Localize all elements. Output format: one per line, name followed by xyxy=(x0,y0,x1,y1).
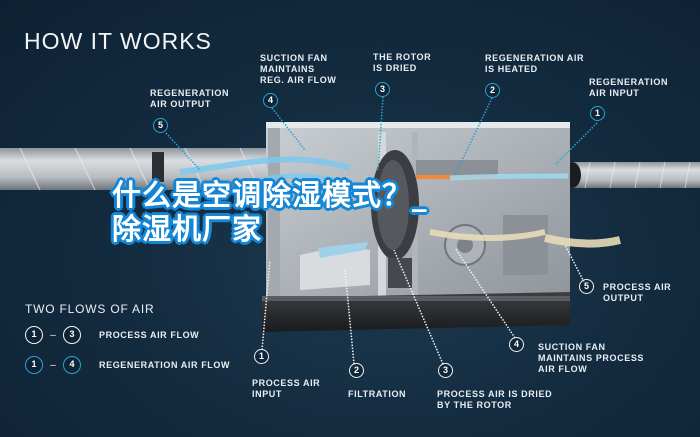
callout-label-rotor-dried: THE ROTOR IS DRIED xyxy=(373,52,432,73)
callout-number-process-5: 5 xyxy=(579,279,594,294)
legend-dash: – xyxy=(50,359,56,371)
callout-label-suction-fan-process: SUCTION FAN MAINTAINS PROCESS AIR FLOW xyxy=(538,342,645,374)
callout-label-process-air-output: PROCESS AIR OUTPUT xyxy=(603,282,672,303)
callout-number-process-2: 2 xyxy=(349,363,364,378)
overlay-title: 什么是空调除湿模式？_ 除湿机厂家 xyxy=(112,178,428,246)
legend-row-regeneration: 1 – 4 REGENERATION AIR FLOW xyxy=(25,356,230,374)
legend-regeneration-from: 1 xyxy=(25,356,43,374)
callout-number-regeneration-4: 4 xyxy=(263,93,278,108)
legend-process-to: 3 xyxy=(63,326,81,344)
callout-number-process-1: 1 xyxy=(254,349,269,364)
callout-number-regeneration-3: 3 xyxy=(375,82,390,97)
callout-label-process-dried: PROCESS AIR IS DRIED BY THE ROTOR xyxy=(437,389,553,410)
callout-number-regeneration-2: 2 xyxy=(485,83,500,98)
callout-label-regeneration-air-input: REGENERATION AIR INPUT xyxy=(589,77,669,98)
legend-process-label: PROCESS AIR FLOW xyxy=(99,330,200,340)
leader-lines xyxy=(165,96,598,365)
callout-label-regeneration-air-output: REGENERATION AIR OUTPUT xyxy=(150,88,230,109)
callout-label-filtration: FILTRATION xyxy=(348,389,407,399)
legend-process-from: 1 xyxy=(25,326,43,344)
callout-number-process-4: 4 xyxy=(509,337,524,352)
callout-label-suction-fan-reg: SUCTION FAN MAINTAINS REG. AIR FLOW xyxy=(260,53,337,85)
left-duct xyxy=(0,147,270,191)
legend-regeneration-label: REGENERATION AIR FLOW xyxy=(99,360,231,370)
legend-title: TWO FLOWS OF AIR xyxy=(25,302,155,316)
legend-dash: – xyxy=(50,329,56,341)
callout-number-regeneration-5: 5 xyxy=(153,118,168,133)
callout-label-regeneration-heated: REGENERATION AIR IS HEATED xyxy=(485,53,585,74)
page-heading: HOW IT WORKS xyxy=(24,28,212,54)
callout-number-regeneration-1: 1 xyxy=(590,106,605,121)
air-streams xyxy=(179,156,621,248)
callout-number-process-3: 3 xyxy=(438,363,453,378)
right-duct xyxy=(563,161,700,189)
callout-label-process-air-input: PROCESS AIR INPUT xyxy=(252,378,321,399)
legend-row-process: 1 – 3 PROCESS AIR FLOW xyxy=(25,326,199,344)
legend-regeneration-to: 4 xyxy=(63,356,81,374)
